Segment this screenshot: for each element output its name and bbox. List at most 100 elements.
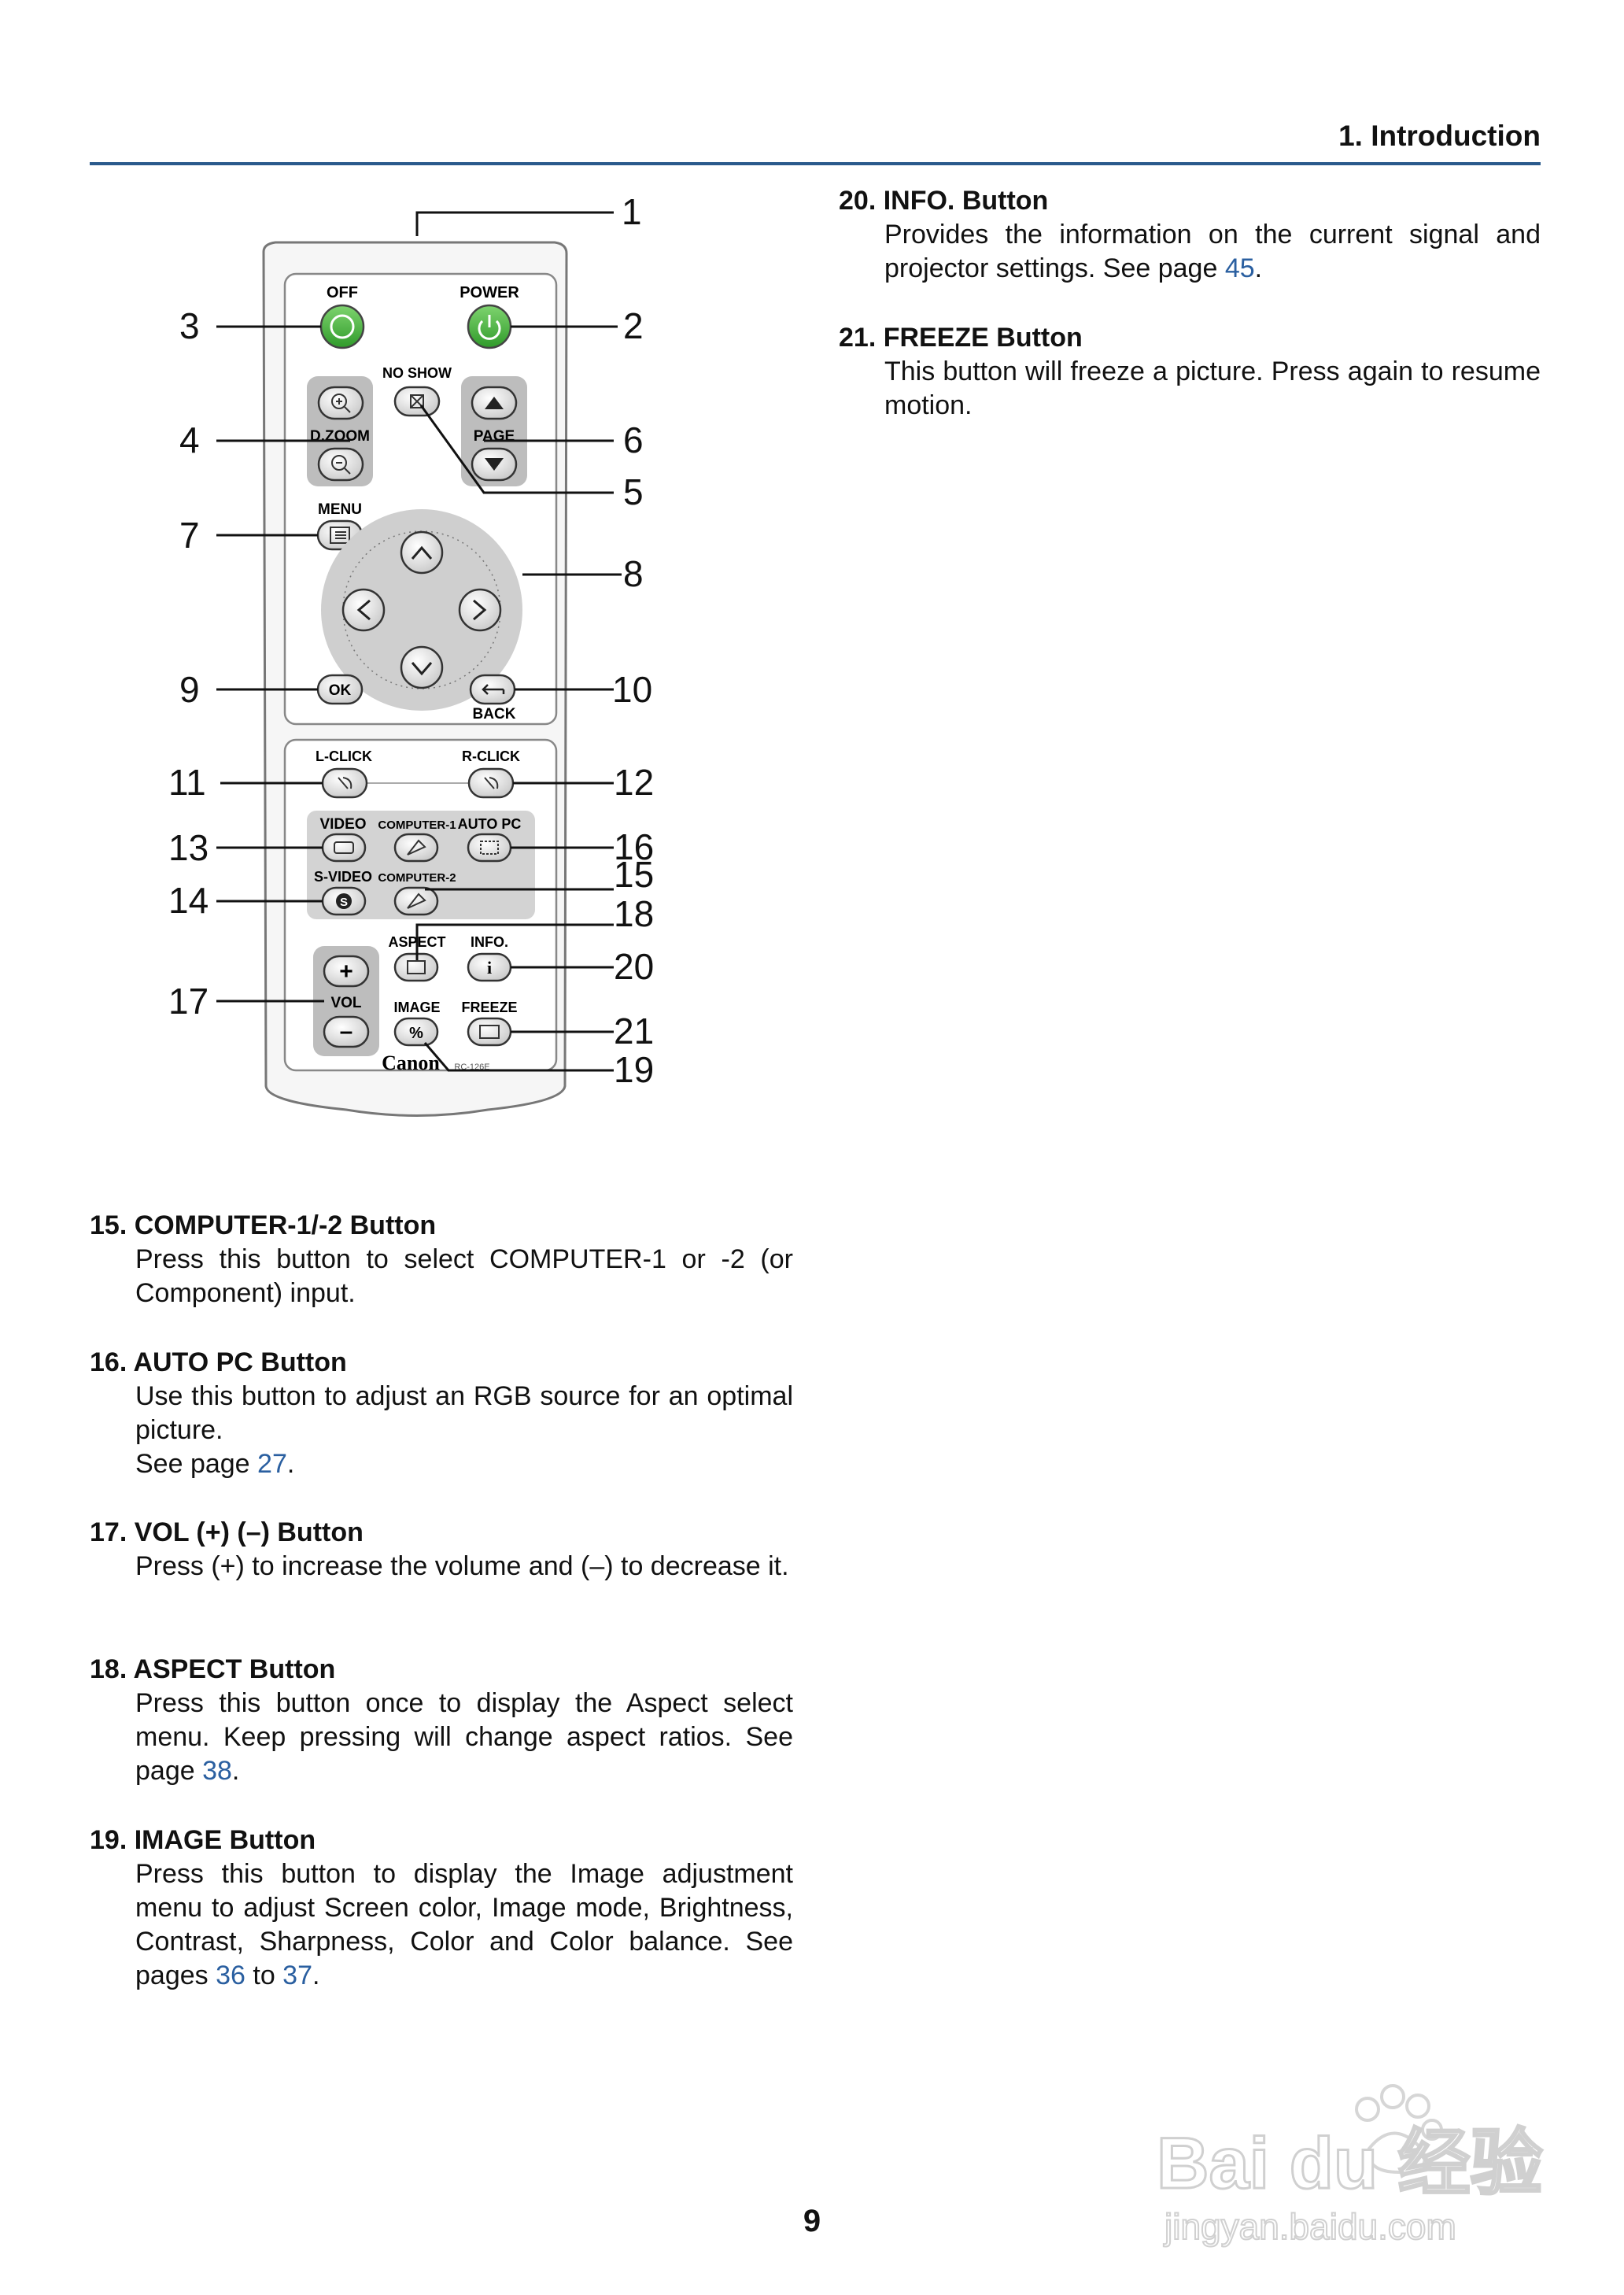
callout-lines [216,211,622,1072]
callout-13: 13 [168,827,209,868]
r-click-button[interactable] [467,767,515,799]
left-arrow-icon [356,599,371,621]
computer1-label: COMPUTER-1 [378,819,456,832]
back-label: BACK [473,706,516,722]
callout-7: 7 [179,515,200,556]
down-button[interactable] [400,645,444,689]
section-15: 15. COMPUTER-1/-2 Button Press this butt… [90,1209,793,1310]
mouse-right-icon [484,777,499,789]
info-icon: i [487,958,492,978]
freeze-button[interactable] [467,1017,512,1047]
callout-11: 11 [168,762,206,803]
callout-10: 10 [612,669,652,710]
right-button[interactable] [458,588,502,632]
menu-label: MENU [318,501,362,518]
image-button[interactable] [393,1017,439,1047]
section-20-body: Provides the information on the current … [884,220,1541,283]
callout-5: 5 [623,471,644,512]
computer2-label: COMPUTER-2 [378,871,456,885]
auto-pc-label: AUTO PC [458,816,522,832]
paw-icon [1355,2084,1443,2175]
off-button[interactable] [319,304,365,349]
page-number: 9 [803,2204,821,2238]
section-16-body: Use this button to adjust an RGB source … [135,1381,793,1445]
section-18: 18. ASPECT Button Press this button once… [90,1653,793,1788]
computer2-button[interactable] [393,886,439,916]
page-link-37[interactable]: 37 [282,1961,312,1990]
section-15-body: Press this button to select COMPUTER-1 o… [135,1244,793,1308]
page-up-icon [485,397,504,409]
vol-label: VOL [330,995,361,1011]
zoom-out-button[interactable] [317,447,364,482]
section-18-title: 18. ASPECT Button [90,1654,336,1684]
freeze-label: FREEZE [461,1000,517,1015]
callout-16: 16 [614,826,654,867]
section-20: 20. INFO. Button Provides the informatio… [839,184,1541,286]
section-title: 1. Introduction [1338,120,1541,152]
off-icon [330,314,355,339]
callout-19: 19 [614,1049,654,1090]
auto-pc-button[interactable] [467,833,512,863]
section-17-title: 17. VOL (+) (–) Button [90,1517,364,1547]
d-zoom-label: D.ZOOM [310,428,370,445]
callout-18: 18 [614,893,654,934]
callout-21: 21 [614,1011,654,1051]
up-arrow-icon [411,545,433,560]
callout-14: 14 [168,880,209,921]
section-16: 16. AUTO PC Button Use this button to ad… [90,1346,793,1481]
select-pad [321,509,522,711]
watermark-url: jingyan.baidu.com [1163,2206,1456,2247]
vol-down-icon: – [340,1018,353,1044]
freeze-icon [479,1025,500,1039]
l-click-button[interactable] [321,767,368,799]
power-label: POWER [460,284,519,301]
section-21: 21. FREEZE Button This button will freez… [839,321,1541,423]
callout-17: 17 [168,981,209,1022]
remote-control-diagram: OFF POWER D.ZOOM NO SHOW PAGE MENU OK BA… [168,191,654,1117]
video-label: VIDEO [319,816,366,833]
section-19-body: Press this button to display the Image a… [135,1859,793,1990]
up-button[interactable] [400,530,444,575]
page-link-45[interactable]: 45 [1224,253,1255,283]
callout-numbers: 1 2 3 4 5 6 7 8 9 10 11 12 13 14 15 16 1… [168,191,654,1090]
callout-15: 15 [614,854,654,895]
section-21-title: 21. FREEZE Button [839,323,1083,353]
down-arrow-icon [411,662,433,676]
brand-logo: Canon [382,1051,440,1074]
vol-up-button[interactable] [323,955,370,988]
aspect-icon [407,960,426,974]
section-20-title: 20. INFO. Button [839,186,1049,216]
page-link-36[interactable]: 36 [216,1961,245,1990]
info-label: INFO. [471,934,508,950]
video-icon [334,841,354,854]
svg-text:S: S [340,896,348,909]
image-label: IMAGE [393,1000,440,1015]
callout-20: 20 [614,946,654,987]
section-19-title: 19. IMAGE Button [90,1825,316,1855]
section-16-title: 16. AUTO PC Button [90,1347,347,1377]
baidu-watermark: Bai du 经验 jingyan.baidu.com [1156,2084,1544,2248]
callout-6: 6 [623,419,644,460]
zoom-out-icon [331,455,351,475]
section-16-see-page: See page 27. [135,1449,295,1479]
back-icon [482,684,505,695]
off-label: OFF [327,284,358,301]
page-link-38[interactable]: 38 [202,1756,232,1786]
vol-down-button[interactable] [323,1015,370,1048]
left-button[interactable] [341,588,386,632]
right-arrow-icon [473,599,487,621]
ok-label: OK [329,682,352,699]
video-button[interactable] [321,833,367,863]
page-link-27[interactable]: 27 [257,1449,287,1479]
page-header: 1. Introduction [90,118,1541,165]
mouse-left-icon [338,777,352,789]
r-click-label: R-CLICK [462,748,520,764]
section-18-body: Press this button once to display the As… [135,1688,793,1786]
computer2-icon [407,893,426,909]
section-21-body: This button will freeze a picture. Press… [884,357,1541,420]
computer1-button[interactable] [393,833,439,863]
watermark-brand: Bai du 经验 [1157,2123,1543,2204]
page-down-icon [485,458,504,471]
zoom-in-button[interactable] [317,386,364,420]
callout-3: 3 [179,305,200,346]
